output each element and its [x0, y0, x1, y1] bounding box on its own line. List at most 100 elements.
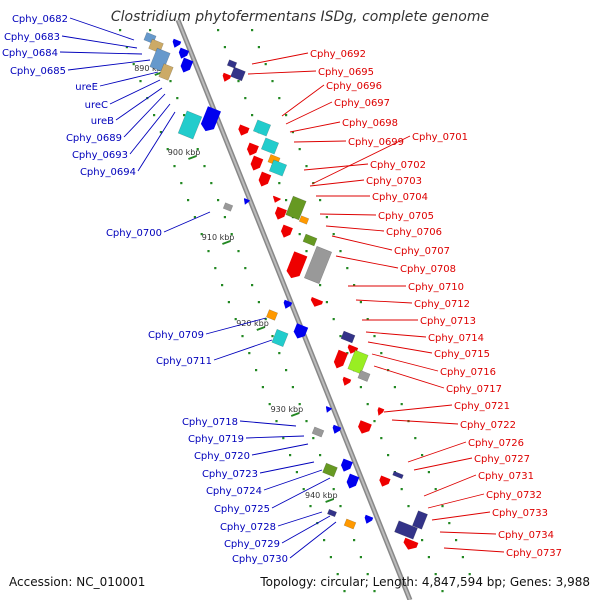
forward-gene	[222, 72, 232, 82]
reverse-gene-shape	[343, 518, 357, 530]
reverse-gene-shape	[200, 106, 221, 132]
reverse-gene-shape	[327, 508, 337, 518]
reverse-gene-shape	[340, 458, 353, 472]
track-dot	[380, 352, 383, 355]
track-dot	[221, 284, 224, 287]
reverse-gene	[177, 110, 203, 140]
track-dot	[468, 573, 471, 576]
reverse-gene-shape	[178, 47, 190, 59]
track-dot	[305, 165, 308, 168]
track-dot	[237, 250, 240, 253]
forward-gene-shape	[252, 119, 272, 137]
forward-gene-shape	[310, 297, 324, 307]
reverse-gene	[325, 406, 332, 413]
track-dot	[237, 80, 240, 83]
reverse-gene-leader	[99, 71, 159, 87]
reverse-gene	[311, 426, 325, 438]
track-dot	[353, 539, 356, 542]
reverse-gene-shape	[293, 323, 309, 339]
forward-gene	[268, 159, 288, 177]
track-dot	[153, 114, 156, 117]
forward-gene	[260, 137, 280, 155]
kbp-tick-mark	[188, 155, 197, 160]
forward-gene-leader	[423, 474, 477, 497]
reverse-gene-label: Cphy_0723	[202, 469, 258, 480]
track-dot	[244, 267, 247, 270]
reverse-gene-leader	[115, 87, 163, 121]
track-dot	[183, 114, 186, 117]
forward-gene	[258, 171, 272, 187]
track-dot	[223, 46, 226, 49]
forward-gene	[340, 330, 356, 344]
reverse-gene-shape	[177, 110, 203, 140]
forward-gene-label: Cphy_0706	[386, 227, 442, 238]
track-dot	[119, 29, 122, 32]
reverse-gene-shape	[172, 38, 182, 48]
forward-gene-label: Cphy_0699	[348, 137, 404, 148]
forward-gene	[310, 297, 324, 307]
kbp-tick-mark	[325, 498, 334, 503]
reverse-gene	[364, 514, 374, 524]
forward-gene-label: Cphy_0710	[408, 282, 464, 293]
track-dot	[400, 403, 403, 406]
forward-gene	[274, 206, 287, 220]
reverse-gene-label: Cphy_0728	[220, 522, 276, 533]
track-dot	[359, 301, 362, 304]
reverse-gene-label: Cphy_0682	[12, 14, 68, 25]
forward-gene	[298, 215, 310, 225]
forward-gene-leader	[383, 404, 453, 413]
reverse-gene-label: ureB	[91, 116, 114, 127]
reverse-gene-label: Cphy_0718	[182, 417, 238, 428]
track-dot	[380, 437, 383, 440]
reverse-gene-shape	[332, 424, 342, 434]
track-dot	[298, 148, 301, 151]
reverse-gene-leader	[67, 59, 151, 71]
track-dot	[359, 556, 362, 559]
forward-gene-label: Cphy_0701	[412, 132, 468, 143]
forward-gene-shape	[347, 349, 369, 375]
track-dot	[271, 335, 274, 338]
forward-gene-shape	[342, 376, 352, 386]
forward-gene	[392, 470, 404, 480]
track-dot	[241, 335, 244, 338]
forward-gene-shape	[286, 251, 308, 279]
forward-gene-label: Cphy_0696	[326, 81, 382, 92]
forward-gene-shape	[285, 195, 307, 221]
forward-gene-leader	[335, 255, 399, 269]
reverse-gene-label: Cphy_0730	[232, 554, 288, 565]
forward-gene-label: Cphy_0713	[420, 316, 476, 327]
forward-gene-shape	[333, 349, 348, 369]
forward-gene-leader	[247, 70, 317, 75]
reverse-gene-leader	[69, 17, 135, 41]
track-dot	[305, 420, 308, 423]
forward-gene-label: Cphy_0717	[446, 384, 502, 395]
reverse-gene-label: Cphy_0685	[10, 66, 66, 77]
track-dot	[373, 335, 376, 338]
track-dot	[139, 80, 142, 83]
track-dot	[200, 233, 203, 236]
reverse-gene-shape	[271, 328, 289, 348]
forward-gene-leader	[281, 84, 325, 117]
forward-gene	[246, 142, 259, 156]
forward-gene-leader	[309, 179, 365, 187]
forward-gene-shape	[403, 537, 419, 550]
reverse-gene	[158, 63, 174, 81]
forward-gene-shape	[379, 475, 391, 487]
forward-gene-shape	[412, 510, 428, 530]
reverse-gene-leader	[271, 477, 331, 509]
forward-gene	[303, 245, 333, 285]
forward-gene-label: Cphy_0697	[334, 98, 390, 109]
forward-gene-leader	[431, 511, 491, 521]
reverse-gene	[271, 328, 289, 348]
track-dot	[387, 454, 390, 457]
reverse-gene-leader	[289, 521, 337, 559]
track-dot	[291, 131, 294, 134]
reverse-gene-shape	[243, 198, 250, 205]
reverse-gene-label: Cphy_0720	[194, 451, 250, 462]
kbp-tick-label: 910 kbp	[202, 233, 235, 242]
reverse-gene-leader	[205, 317, 267, 335]
track-dot	[339, 505, 342, 508]
track-dot	[159, 131, 162, 134]
track-dot	[125, 46, 128, 49]
